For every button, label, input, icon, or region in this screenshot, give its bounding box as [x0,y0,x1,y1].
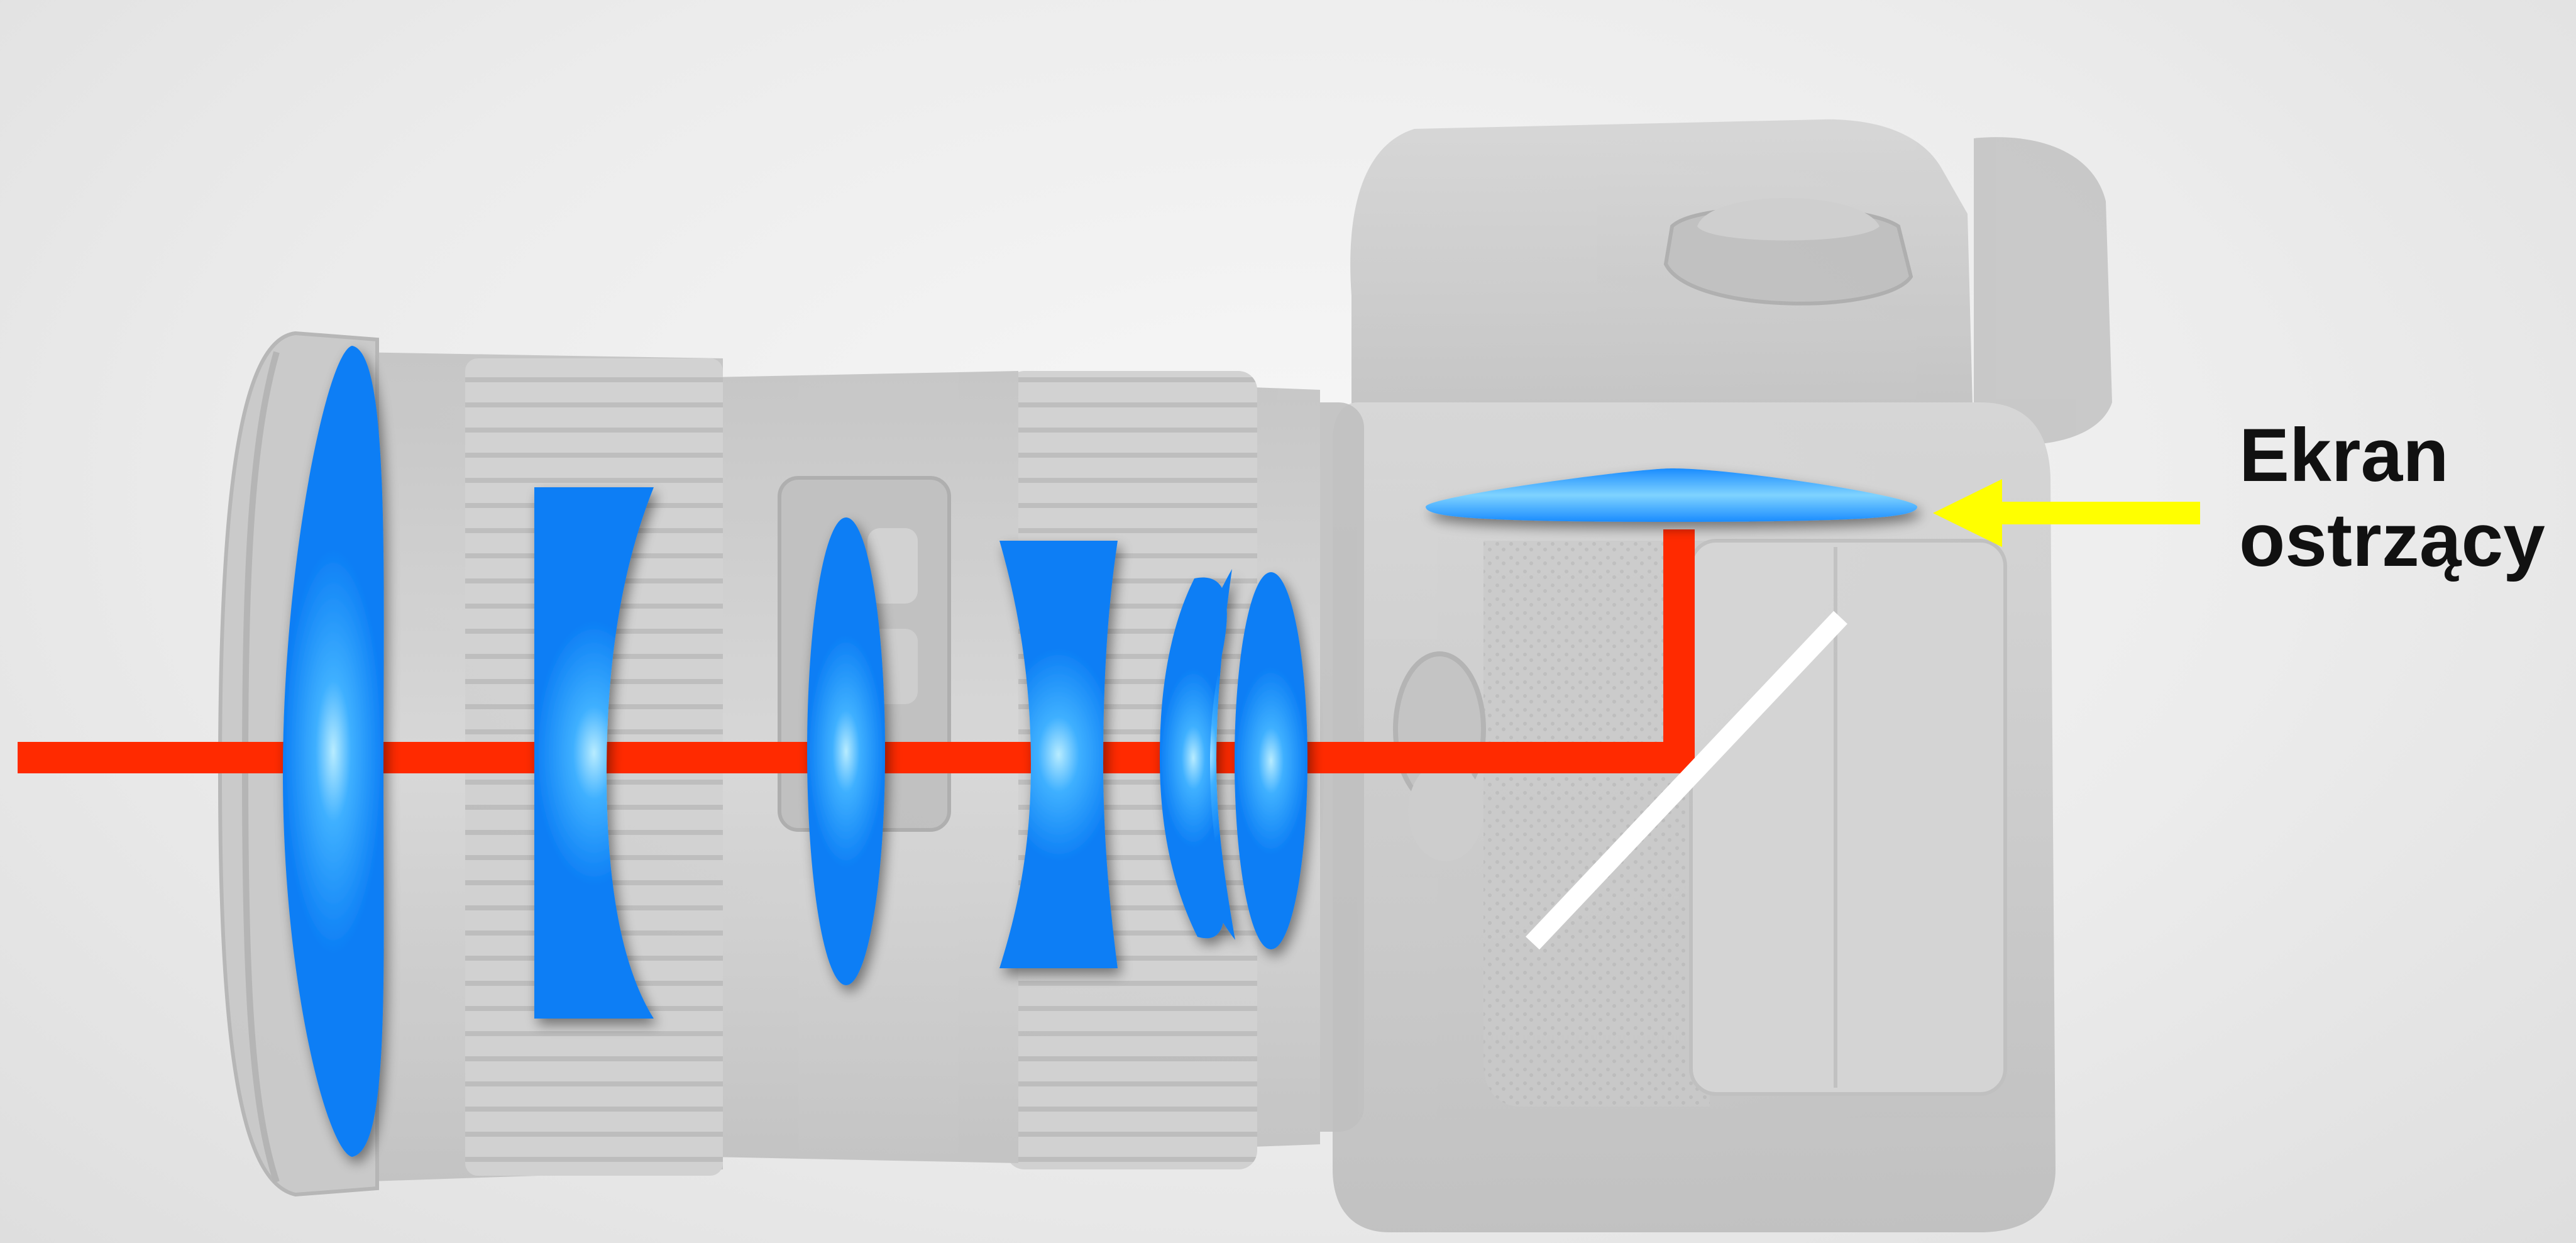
lens-element-6 [1235,572,1307,949]
focusing-screen-label-line1: Ekran [2239,416,2566,495]
lens-release-button-inner [1408,761,1483,861]
focusing-screen-label-line2: ostrzący [2239,501,2566,580]
pointer-arrow-shaft [1990,502,2200,524]
lens-element-3 [807,517,885,985]
light-path-vertical [1663,529,1695,773]
eyepiece [1974,137,2112,445]
lens-switch [867,528,918,604]
mirror-box-panel [1691,541,2005,1094]
camera-body [1333,119,2112,1232]
